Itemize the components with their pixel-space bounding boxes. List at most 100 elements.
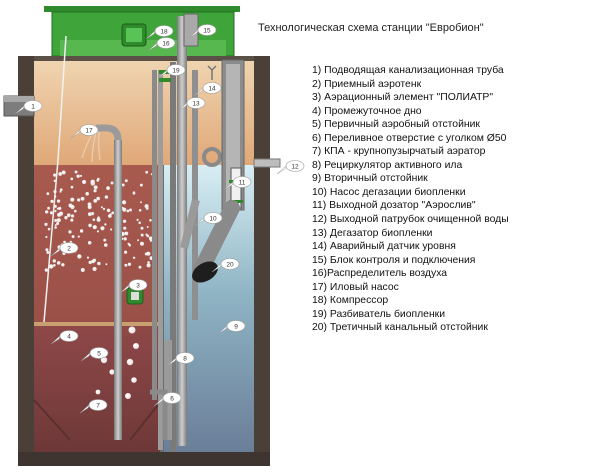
bubble — [96, 230, 100, 233]
bubble — [140, 233, 144, 237]
callout-number: 10 — [209, 215, 217, 222]
legend-item: 14) Аварийный датчик уровня — [312, 241, 456, 253]
bubble — [97, 216, 100, 219]
bubble — [136, 218, 139, 221]
bubble — [77, 254, 82, 259]
callout-number: 20 — [226, 261, 234, 268]
callout-5: 5 — [80, 347, 109, 362]
bubble — [132, 256, 136, 259]
callout-6: 6 — [153, 392, 182, 407]
bubble — [138, 265, 142, 269]
bubble — [140, 226, 144, 230]
legend-item: 20) Третичный канальный отстойник — [312, 322, 488, 334]
sludge-recirculator — [164, 340, 172, 440]
bubble — [138, 209, 142, 212]
bubble — [124, 231, 129, 236]
bubble — [64, 216, 68, 220]
bubble — [88, 260, 92, 265]
callout-3: 3 — [119, 279, 148, 294]
callout-number: 4 — [67, 333, 71, 340]
bottom-settler-zone — [34, 325, 162, 452]
callout-9: 9 — [217, 320, 246, 335]
legend-item: 6) Переливное отверстие с уголком Ø50 — [312, 132, 507, 144]
bubble — [73, 209, 77, 213]
bubble — [100, 206, 103, 209]
bubble — [74, 170, 78, 174]
bubble — [122, 219, 127, 223]
bubble — [58, 211, 64, 216]
callout-20: 20 — [211, 258, 240, 273]
bubble — [59, 190, 62, 193]
legend-item: 9) Вторичный отстойник — [312, 173, 428, 185]
callout-18: 18 — [145, 25, 174, 40]
callout-11: 11 — [223, 176, 252, 191]
bubble — [70, 185, 74, 189]
bubble — [127, 262, 132, 266]
bubble — [87, 241, 92, 245]
bubble — [56, 261, 61, 265]
bubble — [122, 200, 127, 205]
bubble — [59, 188, 63, 192]
callout-number: 17 — [85, 127, 93, 134]
callout-7: 7 — [79, 399, 108, 414]
upper-air-zone — [34, 61, 254, 165]
callout-number: 2 — [67, 245, 71, 252]
bubble — [79, 229, 84, 233]
legend-item: 2) Приемный аэротенк — [312, 78, 422, 90]
bubble — [109, 213, 112, 216]
tank-walls — [18, 56, 270, 466]
callout-number: 5 — [97, 350, 101, 357]
bubble — [77, 198, 81, 202]
callout-number: 11 — [239, 179, 246, 186]
bubble — [46, 251, 50, 254]
callout-number: 13 — [192, 100, 200, 107]
bubble — [145, 170, 149, 174]
bubble — [133, 343, 139, 349]
bubble — [144, 204, 149, 209]
callout-15: 15 — [188, 24, 217, 39]
bubble — [44, 268, 49, 272]
bubble — [44, 222, 48, 226]
bubble — [57, 199, 61, 203]
bubble — [71, 214, 75, 218]
bubble — [61, 263, 65, 267]
bubble — [127, 242, 130, 246]
bubble — [88, 212, 92, 217]
bubble — [88, 223, 92, 228]
bubble — [52, 259, 56, 263]
bubble — [137, 239, 140, 242]
bubble — [128, 326, 136, 334]
diagram-title: Технологическая схема станции "Евробион" — [258, 22, 484, 34]
clarifier-partition — [170, 62, 176, 452]
legend-item: 19) Разбиватель биопленки — [312, 308, 446, 320]
bubble — [96, 179, 100, 182]
bubble — [82, 179, 87, 185]
bubble — [70, 204, 75, 210]
bubble — [92, 218, 96, 221]
bubble — [124, 179, 128, 183]
bubble — [70, 197, 75, 202]
bubble — [47, 206, 50, 210]
legend-item: 17) Иловый насос — [312, 281, 399, 293]
callout-number: 19 — [172, 67, 180, 74]
bubble — [90, 179, 95, 184]
bubble — [124, 263, 128, 267]
legend-item: 4) Промежуточное дно — [312, 105, 422, 117]
bubble — [139, 183, 143, 187]
bubble — [54, 224, 57, 227]
callout-12: 12 — [276, 160, 305, 175]
legend-list: 1) Подводящая канализационная труба 2) П… — [312, 64, 509, 335]
degassing-pump — [202, 59, 245, 211]
bubble — [129, 208, 132, 212]
bubble — [121, 206, 124, 209]
bubble — [68, 213, 71, 216]
callout-number: 3 — [136, 282, 140, 289]
bubble — [70, 218, 74, 222]
bubble — [105, 263, 108, 266]
callout-number: 12 — [291, 163, 299, 170]
bubble — [61, 170, 66, 175]
callout-2: 2 — [50, 242, 79, 257]
bubble — [80, 268, 85, 272]
bubble — [45, 210, 49, 214]
